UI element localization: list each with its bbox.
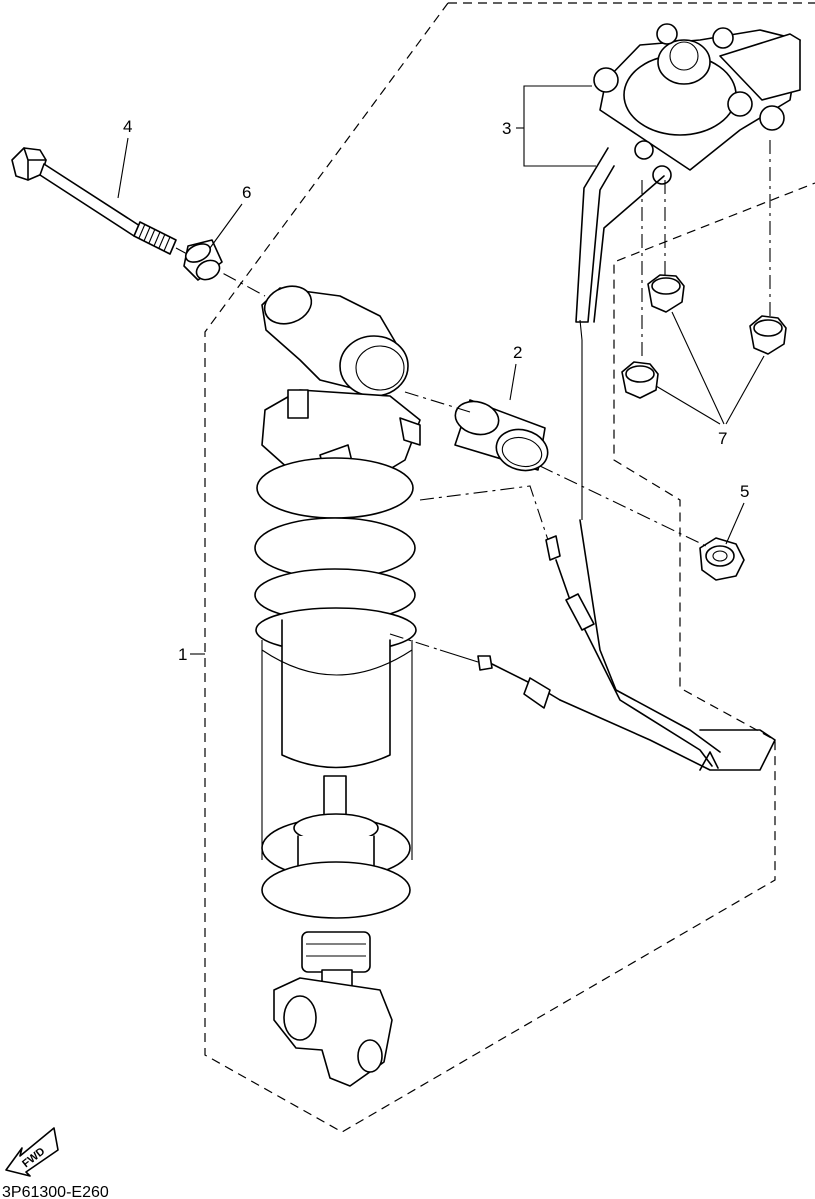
fwd-arrow: FWD (5, 1127, 59, 1177)
shock-absorber-part (254, 285, 421, 1087)
preload-adjuster-part (575, 23, 801, 520)
callout-1: 1 (178, 645, 205, 664)
nut-7-lower (621, 361, 659, 399)
callout-6: 6 (209, 183, 251, 249)
bolt-part (11, 147, 266, 297)
callout-2: 2 (509, 343, 522, 401)
callout-7: 7 (655, 311, 765, 448)
assembly-boundary (204, 2, 815, 1133)
svg-text:4: 4 (123, 117, 132, 136)
svg-text:5: 5 (740, 482, 749, 501)
svg-text:3: 3 (502, 119, 511, 138)
bushing-part (454, 399, 549, 472)
callout-3: 3 (502, 85, 596, 167)
svg-text:7: 7 (718, 429, 727, 448)
hydraulic-hose (419, 485, 776, 771)
callout-5: 5 (725, 482, 749, 545)
svg-text:6: 6 (242, 183, 251, 202)
svg-text:2: 2 (513, 343, 522, 362)
alignment-lines (389, 391, 707, 651)
svg-text:1: 1 (178, 645, 187, 664)
collar-part (183, 239, 223, 281)
drawing-code: 3P61300-E260 (2, 1184, 109, 1199)
nut-7-upper (647, 274, 685, 313)
nut-7-right (749, 315, 787, 355)
callout-4: 4 (117, 117, 132, 199)
nut-part (699, 537, 745, 581)
